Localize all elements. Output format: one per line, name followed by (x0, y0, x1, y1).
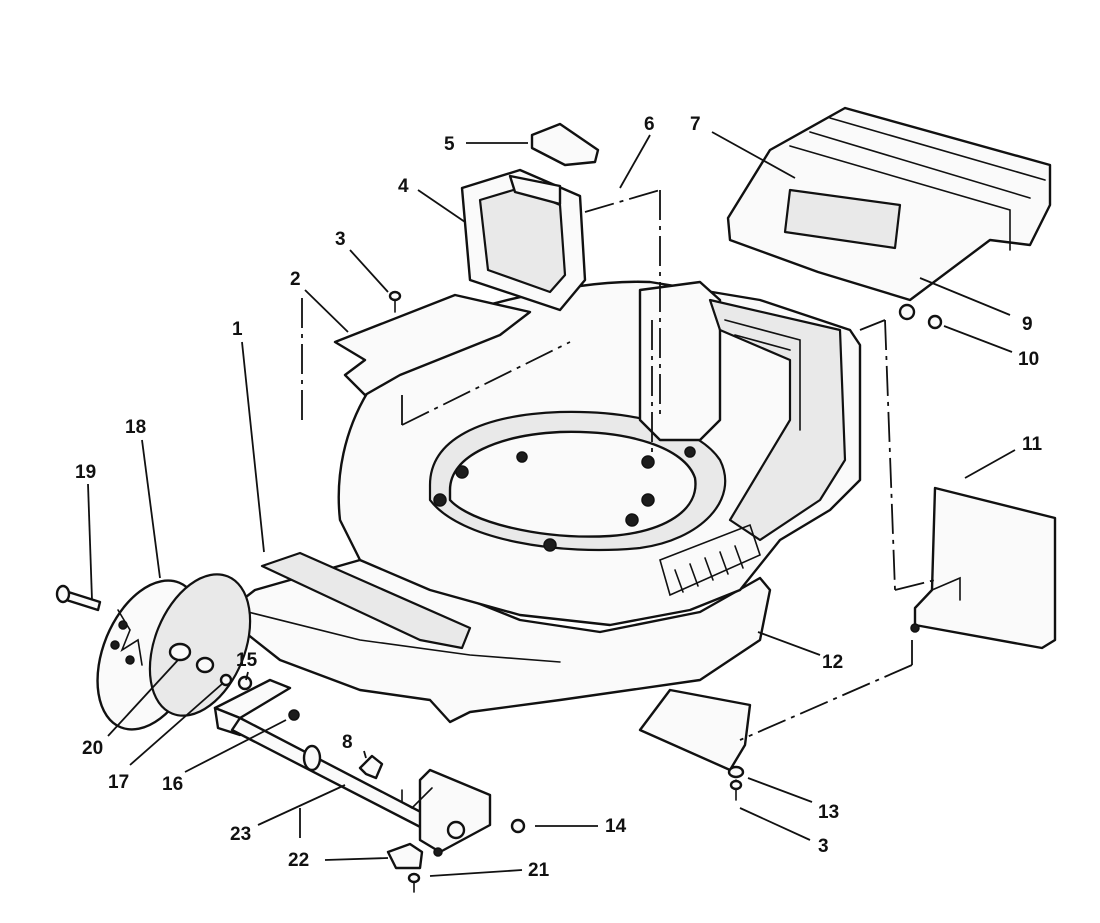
callout-18: 18 (125, 417, 146, 438)
part-17-washer (219, 673, 233, 687)
part-21-screw (407, 872, 421, 893)
part-5-knob (530, 122, 600, 167)
part-20-hub-cap (168, 642, 215, 674)
part-7-rear-flap (726, 106, 1052, 321)
deck-side-vents (659, 523, 761, 597)
callout-14: 14 (605, 816, 627, 837)
part-13-plate (638, 688, 752, 779)
callout-7: 7 (690, 114, 701, 135)
callout-5: 5 (444, 134, 455, 155)
callout-15: 15 (236, 650, 258, 671)
part-19-wheel-bolt (55, 584, 102, 612)
part-22-knob (386, 842, 424, 870)
hook-rod (401, 787, 433, 810)
callout-3-bottom: 3 (818, 836, 829, 857)
part-4-chute-frame (460, 168, 587, 312)
callout-9: 9 (1022, 314, 1033, 335)
callout-labels: 1 2 3 4 5 6 7 8 9 10 11 12 13 3 14 15 16… (75, 114, 1043, 881)
part-14-nut (510, 818, 526, 834)
part-2-plate (333, 293, 532, 397)
callout-20: 20 (82, 738, 103, 759)
deck-boss-markers (433, 446, 696, 552)
part-10-clip (927, 314, 943, 330)
callout-22: 22 (288, 850, 309, 871)
callout-12: 12 (822, 652, 843, 673)
axle-rear-bracket (418, 768, 492, 857)
callout-1: 1 (232, 319, 243, 340)
callout-13: 13 (818, 802, 839, 823)
part-1-deck (240, 280, 862, 724)
part-3-screw-top (388, 290, 402, 313)
callout-11: 11 (1022, 434, 1043, 455)
callout-6: 6 (644, 114, 655, 135)
callout-16: 16 (162, 774, 183, 795)
part-23-axle (230, 716, 442, 834)
leader-lines (87, 131, 1016, 877)
callout-17: 17 (108, 772, 129, 793)
callout-8: 8 (342, 732, 353, 753)
callout-23: 23 (230, 824, 251, 845)
callout-10: 10 (1018, 349, 1039, 370)
part-11-side-shield (910, 486, 1057, 650)
part-15-bushing (237, 675, 253, 691)
callout-4: 4 (398, 176, 409, 197)
callout-3-top: 3 (335, 229, 346, 250)
assembly-dash-lines (299, 189, 936, 840)
callout-2: 2 (290, 269, 301, 290)
callout-21: 21 (528, 860, 550, 881)
callout-19: 19 (75, 462, 96, 483)
part-8-clip (358, 754, 384, 780)
part-3-screw-bottom (729, 779, 743, 801)
